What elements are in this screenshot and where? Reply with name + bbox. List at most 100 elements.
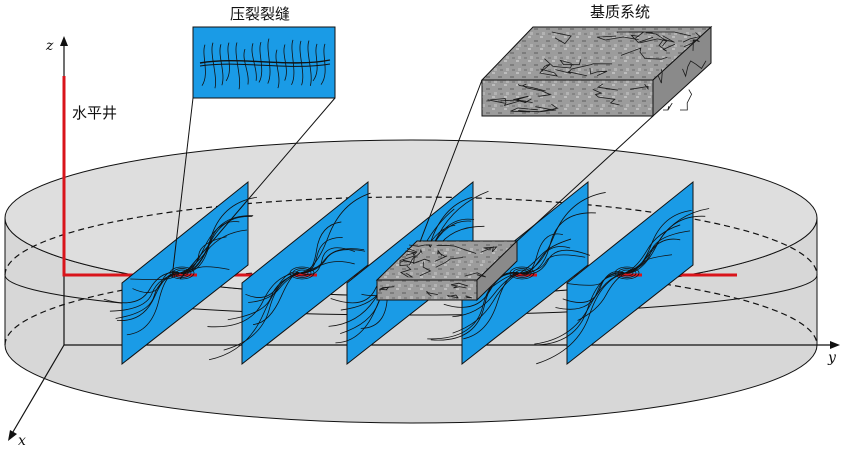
fracture-title: 压裂裂缝 xyxy=(230,5,290,23)
y-axis-arrow xyxy=(830,341,840,349)
branch-crack xyxy=(235,42,241,90)
branch-crack xyxy=(267,38,271,84)
matrix-crack xyxy=(639,38,668,47)
matrix-block-in-reservoir xyxy=(375,239,519,302)
matrix-crack xyxy=(596,83,618,91)
fracture-crack xyxy=(519,233,563,275)
matrix-crack xyxy=(426,290,438,297)
fracture-crack-network xyxy=(532,208,710,365)
matrix-crack xyxy=(645,32,668,42)
matrix-crack xyxy=(399,265,414,278)
matrix-crack xyxy=(568,63,613,73)
fracture-callout-leader xyxy=(179,97,336,280)
matrix-crack xyxy=(539,63,559,77)
matrix-callout: 基质系统 xyxy=(419,3,713,243)
fracture-crack xyxy=(452,272,521,318)
fracture-callout: 压裂裂缝 xyxy=(171,5,336,280)
branch-crack xyxy=(219,44,224,86)
fracture-plane xyxy=(427,180,606,366)
matrix-crack xyxy=(465,295,473,299)
fracture-crack xyxy=(299,221,342,274)
main-fracture-line xyxy=(199,59,331,64)
branch-crack xyxy=(258,41,263,83)
matrix-crack xyxy=(630,83,649,91)
matrix-inset-microcracks xyxy=(487,31,707,113)
branch-crack xyxy=(312,43,318,82)
fracture-crack xyxy=(103,272,181,304)
matrix-crack xyxy=(628,31,691,37)
fracture-crack xyxy=(562,271,626,303)
matrix-crack xyxy=(399,255,416,267)
fracture-ring xyxy=(169,266,195,280)
matrix-crack xyxy=(535,103,559,113)
branch-crack xyxy=(201,44,206,86)
matrix-crack xyxy=(405,247,418,256)
fracture-ring xyxy=(515,269,529,277)
fracture-crack xyxy=(519,246,571,274)
fracture-crack xyxy=(109,272,181,312)
fracture-crack-network xyxy=(207,192,371,361)
branch-crack xyxy=(243,48,249,85)
matrix-crack xyxy=(683,39,695,51)
fracture-crack xyxy=(430,272,521,341)
fracture-crack xyxy=(299,249,366,274)
z-axis-label: z xyxy=(45,38,54,54)
matrix-inset-side xyxy=(652,25,712,118)
well-plane-front-edge xyxy=(4,274,818,316)
fracture-ring xyxy=(512,268,532,278)
matrix-crack xyxy=(682,32,701,43)
matrix-crack xyxy=(513,95,533,104)
fracture-plane xyxy=(532,180,710,366)
fracture-ring xyxy=(617,268,637,278)
fracture-crack xyxy=(624,208,710,274)
fracture-crack xyxy=(624,238,681,274)
fracture-crack xyxy=(532,272,626,346)
matrix-callout-leader xyxy=(515,115,654,243)
matrix-crack xyxy=(419,261,432,277)
fracture-crack xyxy=(519,192,606,274)
fracture-ring xyxy=(614,266,640,280)
matrix-crack xyxy=(555,69,588,77)
well-plane-hidden-edge xyxy=(4,196,818,276)
matrix-crack xyxy=(551,31,572,45)
matrix-crack xyxy=(450,282,469,289)
matrix-crack xyxy=(657,69,663,84)
matrix-crack xyxy=(680,89,693,111)
branch-crack xyxy=(291,39,295,86)
matrix-inset-front xyxy=(481,79,654,117)
matrix-crack xyxy=(379,286,390,292)
x-axis-label: x xyxy=(18,433,26,449)
fracture-crack xyxy=(299,247,356,276)
matrix-crack xyxy=(510,107,540,113)
matrix-block-front xyxy=(376,279,478,301)
matrix-crack xyxy=(663,102,673,111)
fracture-inset-network xyxy=(199,38,331,90)
fracture-crack xyxy=(536,272,626,365)
matrix-crack xyxy=(518,83,546,92)
x-axis-arrow xyxy=(8,430,17,441)
fracture-plane xyxy=(207,180,371,366)
matrix-crack xyxy=(464,272,486,278)
well-label: 水平井 xyxy=(72,104,117,122)
matrix-crack xyxy=(658,35,676,52)
fracture-ring xyxy=(620,269,634,277)
matrix-crack xyxy=(436,244,477,254)
z-axis-arrow xyxy=(60,36,68,46)
matrix-crack xyxy=(692,39,700,43)
branch-crack xyxy=(283,44,287,81)
matrix-crack xyxy=(682,60,707,78)
fracture-callout-leader xyxy=(171,97,194,279)
matrix-crack xyxy=(480,246,498,253)
fracture-crack xyxy=(427,272,521,340)
matrix-callout-leader xyxy=(419,79,483,243)
fracture-crack xyxy=(248,272,301,303)
branch-crack xyxy=(225,42,230,82)
fracture-crack xyxy=(519,249,591,275)
fracture-ring xyxy=(295,269,309,277)
fracture-crack xyxy=(534,272,626,345)
fracture-ring xyxy=(289,266,315,280)
matrix-crack xyxy=(592,89,620,106)
y-axis-label: y xyxy=(827,350,837,366)
